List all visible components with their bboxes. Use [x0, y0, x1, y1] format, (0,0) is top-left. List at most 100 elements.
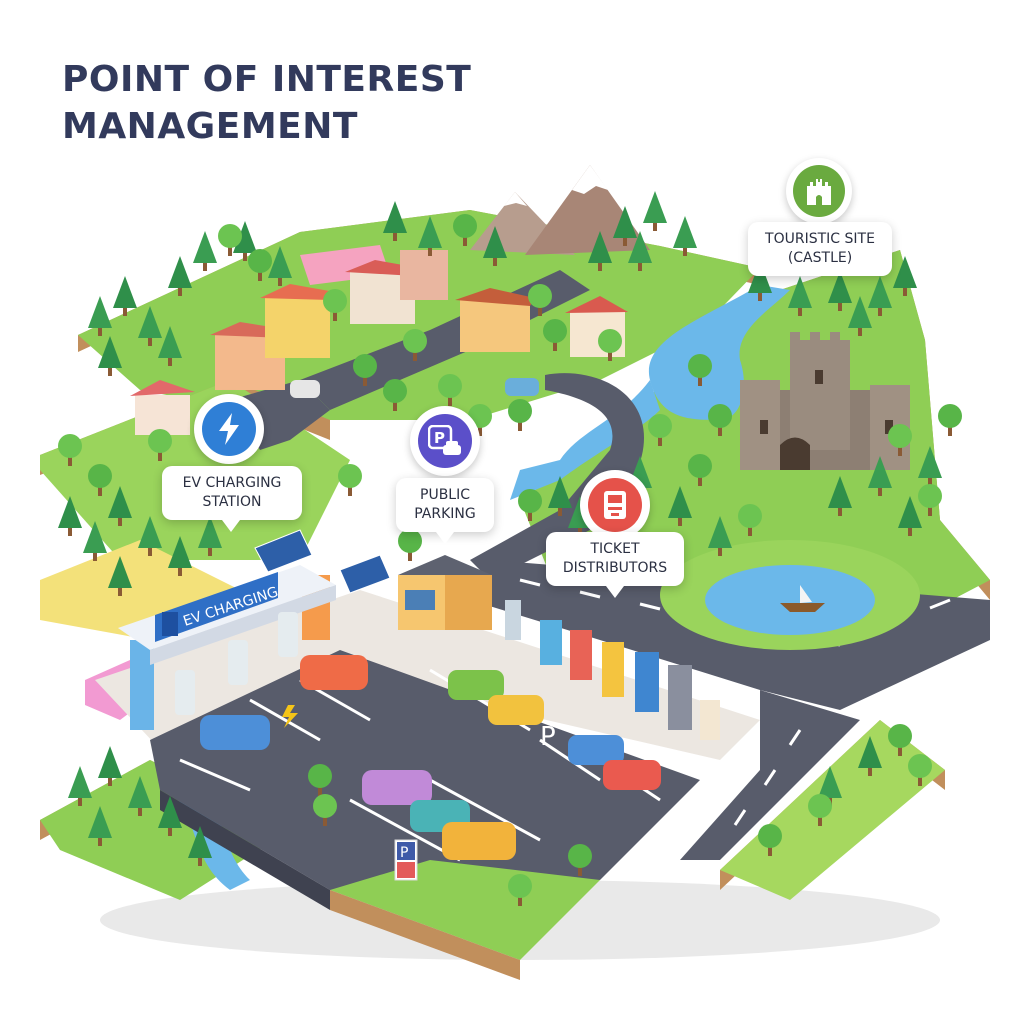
pine-tree [168, 256, 192, 296]
pine-tree [483, 226, 507, 266]
mountain-left-snow [504, 192, 527, 206]
poi-public-parking-badge[interactable]: P [410, 406, 480, 476]
round-tree [908, 754, 932, 786]
round-tree [248, 249, 272, 281]
ev-station: EV CHARGING [118, 529, 391, 730]
river [648, 285, 790, 420]
ticket-machines [505, 600, 720, 740]
pine-tree [98, 336, 122, 376]
car-orange [300, 655, 368, 690]
round-tree [508, 874, 532, 906]
poi-ticket-distributors-label: TICKET DISTRIBUTORS [546, 532, 684, 586]
pine-tree [588, 231, 612, 271]
poi-tourist-site-label-line-1: TOURISTIC SITE [765, 231, 875, 247]
round-tree [58, 434, 82, 466]
poi-public-parking-label-line-2: PARKING [414, 506, 476, 522]
poi-public-parking[interactable]: P PUBLIC PARKING [396, 406, 496, 576]
round-tree [648, 414, 672, 446]
poi-public-parking-label-line-1: PUBLIC [420, 487, 470, 503]
round-tree [403, 329, 427, 361]
pine-tree [383, 201, 407, 241]
pine-tree [188, 826, 212, 866]
round-tree [758, 824, 782, 856]
round-tree [938, 404, 962, 436]
pine-tree [628, 231, 652, 271]
round-tree [88, 464, 112, 496]
car-yellow-2 [442, 822, 516, 860]
pine-tree [108, 556, 132, 596]
solar-panel-2 [339, 554, 391, 594]
poi-ticket-distributors-badge[interactable] [580, 470, 650, 540]
svg-text:P: P [434, 429, 445, 447]
page-title-line-2: MANAGEMENT [62, 106, 358, 147]
ticket-machine-glyph [604, 491, 626, 519]
poi-public-parking-tail [436, 532, 454, 544]
pine-tree [643, 191, 667, 231]
lightning-bolt-icon [202, 402, 256, 456]
poi-ticket-distributors-label-line-2: DISTRIBUTORS [562, 560, 668, 576]
pine-tree [128, 776, 152, 816]
ticket-machine-icon [588, 478, 642, 532]
round-tree [888, 424, 912, 456]
pine-tree [898, 496, 922, 536]
pine-tree [138, 516, 162, 556]
castle-icon [793, 165, 845, 217]
poi-ticket-distributors[interactable]: TICKET DISTRIBUTORS [546, 470, 686, 620]
parking-kiosk-building [398, 555, 492, 630]
pine-tree [868, 276, 892, 316]
round-tree [398, 529, 422, 561]
round-tree [543, 319, 567, 351]
pond [705, 565, 875, 635]
pine-tree [88, 806, 112, 846]
ev-sign-board [155, 572, 278, 642]
round-tree [918, 484, 942, 516]
pine-tree [673, 216, 697, 256]
pine-tree [828, 271, 852, 311]
poi-ev-charging-badge[interactable] [194, 394, 264, 464]
round-tree [528, 284, 552, 316]
parking-car-glyph: P [428, 425, 461, 455]
poi-ticket-distributors-label-line-1: TICKET [590, 541, 640, 557]
pine-tree [548, 476, 572, 516]
car-blue-2 [568, 735, 624, 765]
page-title-line-1: POINT OF INTEREST [62, 59, 472, 100]
pine-tree [268, 246, 292, 286]
pine-tree [748, 261, 772, 301]
pine-tree [113, 276, 137, 316]
car-yellow [488, 695, 544, 725]
poi-ev-charging-label-line-1: EV CHARGING [182, 475, 282, 491]
poi-public-parking-label: PUBLIC PARKING [396, 478, 494, 532]
poi-ev-charging-label: EV CHARGING STATION [162, 466, 302, 520]
poi-tourist-site[interactable]: TOURISTIC SITE (CASTLE) [748, 156, 898, 276]
pine-tree [198, 516, 222, 556]
pine-tree [88, 296, 112, 336]
round-tree [688, 354, 712, 386]
parking-lot-edge [160, 790, 330, 910]
lightning-bolt-glyph [219, 413, 239, 445]
cars [200, 378, 661, 860]
pine-tree [868, 456, 892, 496]
mountain-right-snow [572, 165, 608, 194]
car-purple [362, 770, 432, 805]
pine-tree [168, 536, 192, 576]
round-tree [323, 289, 347, 321]
pine-tree [708, 516, 732, 556]
rowboat [780, 603, 825, 612]
poi-ticket-distributors-tail [606, 586, 624, 598]
poi-tourist-site-label: TOURISTIC SITE (CASTLE) [748, 222, 892, 276]
pine-tree [613, 206, 637, 246]
poi-tourist-site-badge[interactable] [786, 158, 852, 224]
pine-tree [68, 766, 92, 806]
pine-tree [83, 521, 107, 561]
southeast-island [720, 720, 945, 900]
round-tree [148, 429, 172, 461]
round-tree [738, 504, 762, 536]
round-tree [518, 489, 542, 521]
pine-tree [98, 746, 122, 786]
castle-glyph [807, 179, 831, 205]
car-small-white [290, 380, 320, 398]
round-tree [598, 329, 622, 361]
pine-tree [193, 231, 217, 271]
poi-ev-charging[interactable]: EV CHARGING STATION [160, 394, 302, 554]
